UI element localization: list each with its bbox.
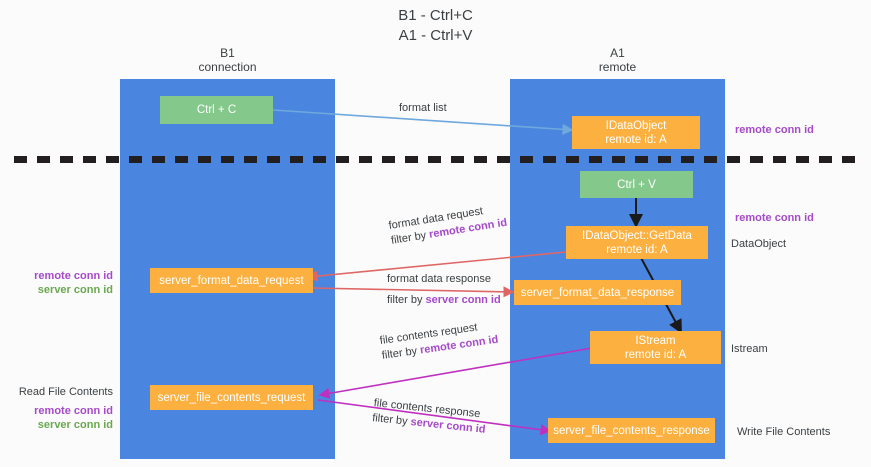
edge-label-fdresp-line2: filter by server conn id bbox=[387, 293, 501, 308]
note-remote-conn-id-second: remote conn id bbox=[735, 212, 814, 224]
node-ctrl-c[interactable]: Ctrl + C bbox=[160, 96, 273, 124]
node-server-format-data-request[interactable]: server_format_data_request bbox=[150, 268, 313, 293]
note-conn-ids-2-remote: remote conn id bbox=[34, 405, 113, 417]
note-conn-ids-2: remote conn id server conn id bbox=[0, 404, 113, 432]
edge-label-fdresp-prefix: filter by bbox=[387, 294, 426, 306]
column-header-b1: B1 connection bbox=[198, 46, 257, 74]
note-conn-ids-1-server: server conn id bbox=[37, 284, 113, 296]
note-dataobject: DataObject bbox=[731, 238, 787, 250]
edge-label-format-data-request: format data request filter by remote con… bbox=[388, 201, 509, 249]
note-read-file-contents: Read File Contents bbox=[18, 386, 113, 398]
edge-label-format-list-line1: format list bbox=[399, 102, 447, 114]
node-server-file-contents-response[interactable]: server_file_contents_response bbox=[548, 418, 715, 443]
column-header-a1: A1 remote bbox=[598, 46, 637, 74]
edge-label-fcresp-prefix: filter by bbox=[371, 411, 412, 428]
note-conn-ids-2-server: server conn id bbox=[37, 419, 113, 431]
edge-label-fdresp-line1: format data response bbox=[387, 273, 491, 285]
node-ctrl-v[interactable]: Ctrl + V bbox=[580, 171, 693, 198]
note-write-file-contents: Write File Contents bbox=[737, 426, 831, 438]
note-conn-ids-1-remote: remote conn id bbox=[34, 270, 113, 282]
edge-label-file-contents-request: file contents request filter by remote c… bbox=[379, 318, 499, 364]
edge-label-fcreq-prefix: filter by bbox=[381, 344, 421, 362]
note-remote-conn-id-top: remote conn id bbox=[735, 124, 814, 136]
node-idataobject[interactable]: IDataObject remote id: A bbox=[572, 116, 700, 149]
edge-label-format-list: format list bbox=[399, 101, 447, 116]
page-title: B1 - Ctrl+C A1 - Ctrl+V bbox=[398, 7, 473, 44]
edge-label-format-data-response: format data response filter by server co… bbox=[387, 272, 501, 308]
edge-label-fdresp-highlight: server conn id bbox=[425, 294, 501, 306]
boundary-divider bbox=[14, 156, 859, 163]
node-idataobject-getdata[interactable]: IDataObject::GetData remote id: A bbox=[566, 226, 708, 259]
node-server-format-data-response[interactable]: server_format_data_response bbox=[514, 280, 681, 305]
edge-label-file-contents-response: file contents response filter by server … bbox=[371, 396, 487, 438]
node-istream[interactable]: IStream remote id: A bbox=[590, 331, 721, 364]
node-server-file-contents-request[interactable]: server_file_contents_request bbox=[150, 385, 313, 410]
note-istream: Istream bbox=[731, 343, 768, 355]
note-conn-ids-1: remote conn id server conn id bbox=[0, 269, 113, 297]
